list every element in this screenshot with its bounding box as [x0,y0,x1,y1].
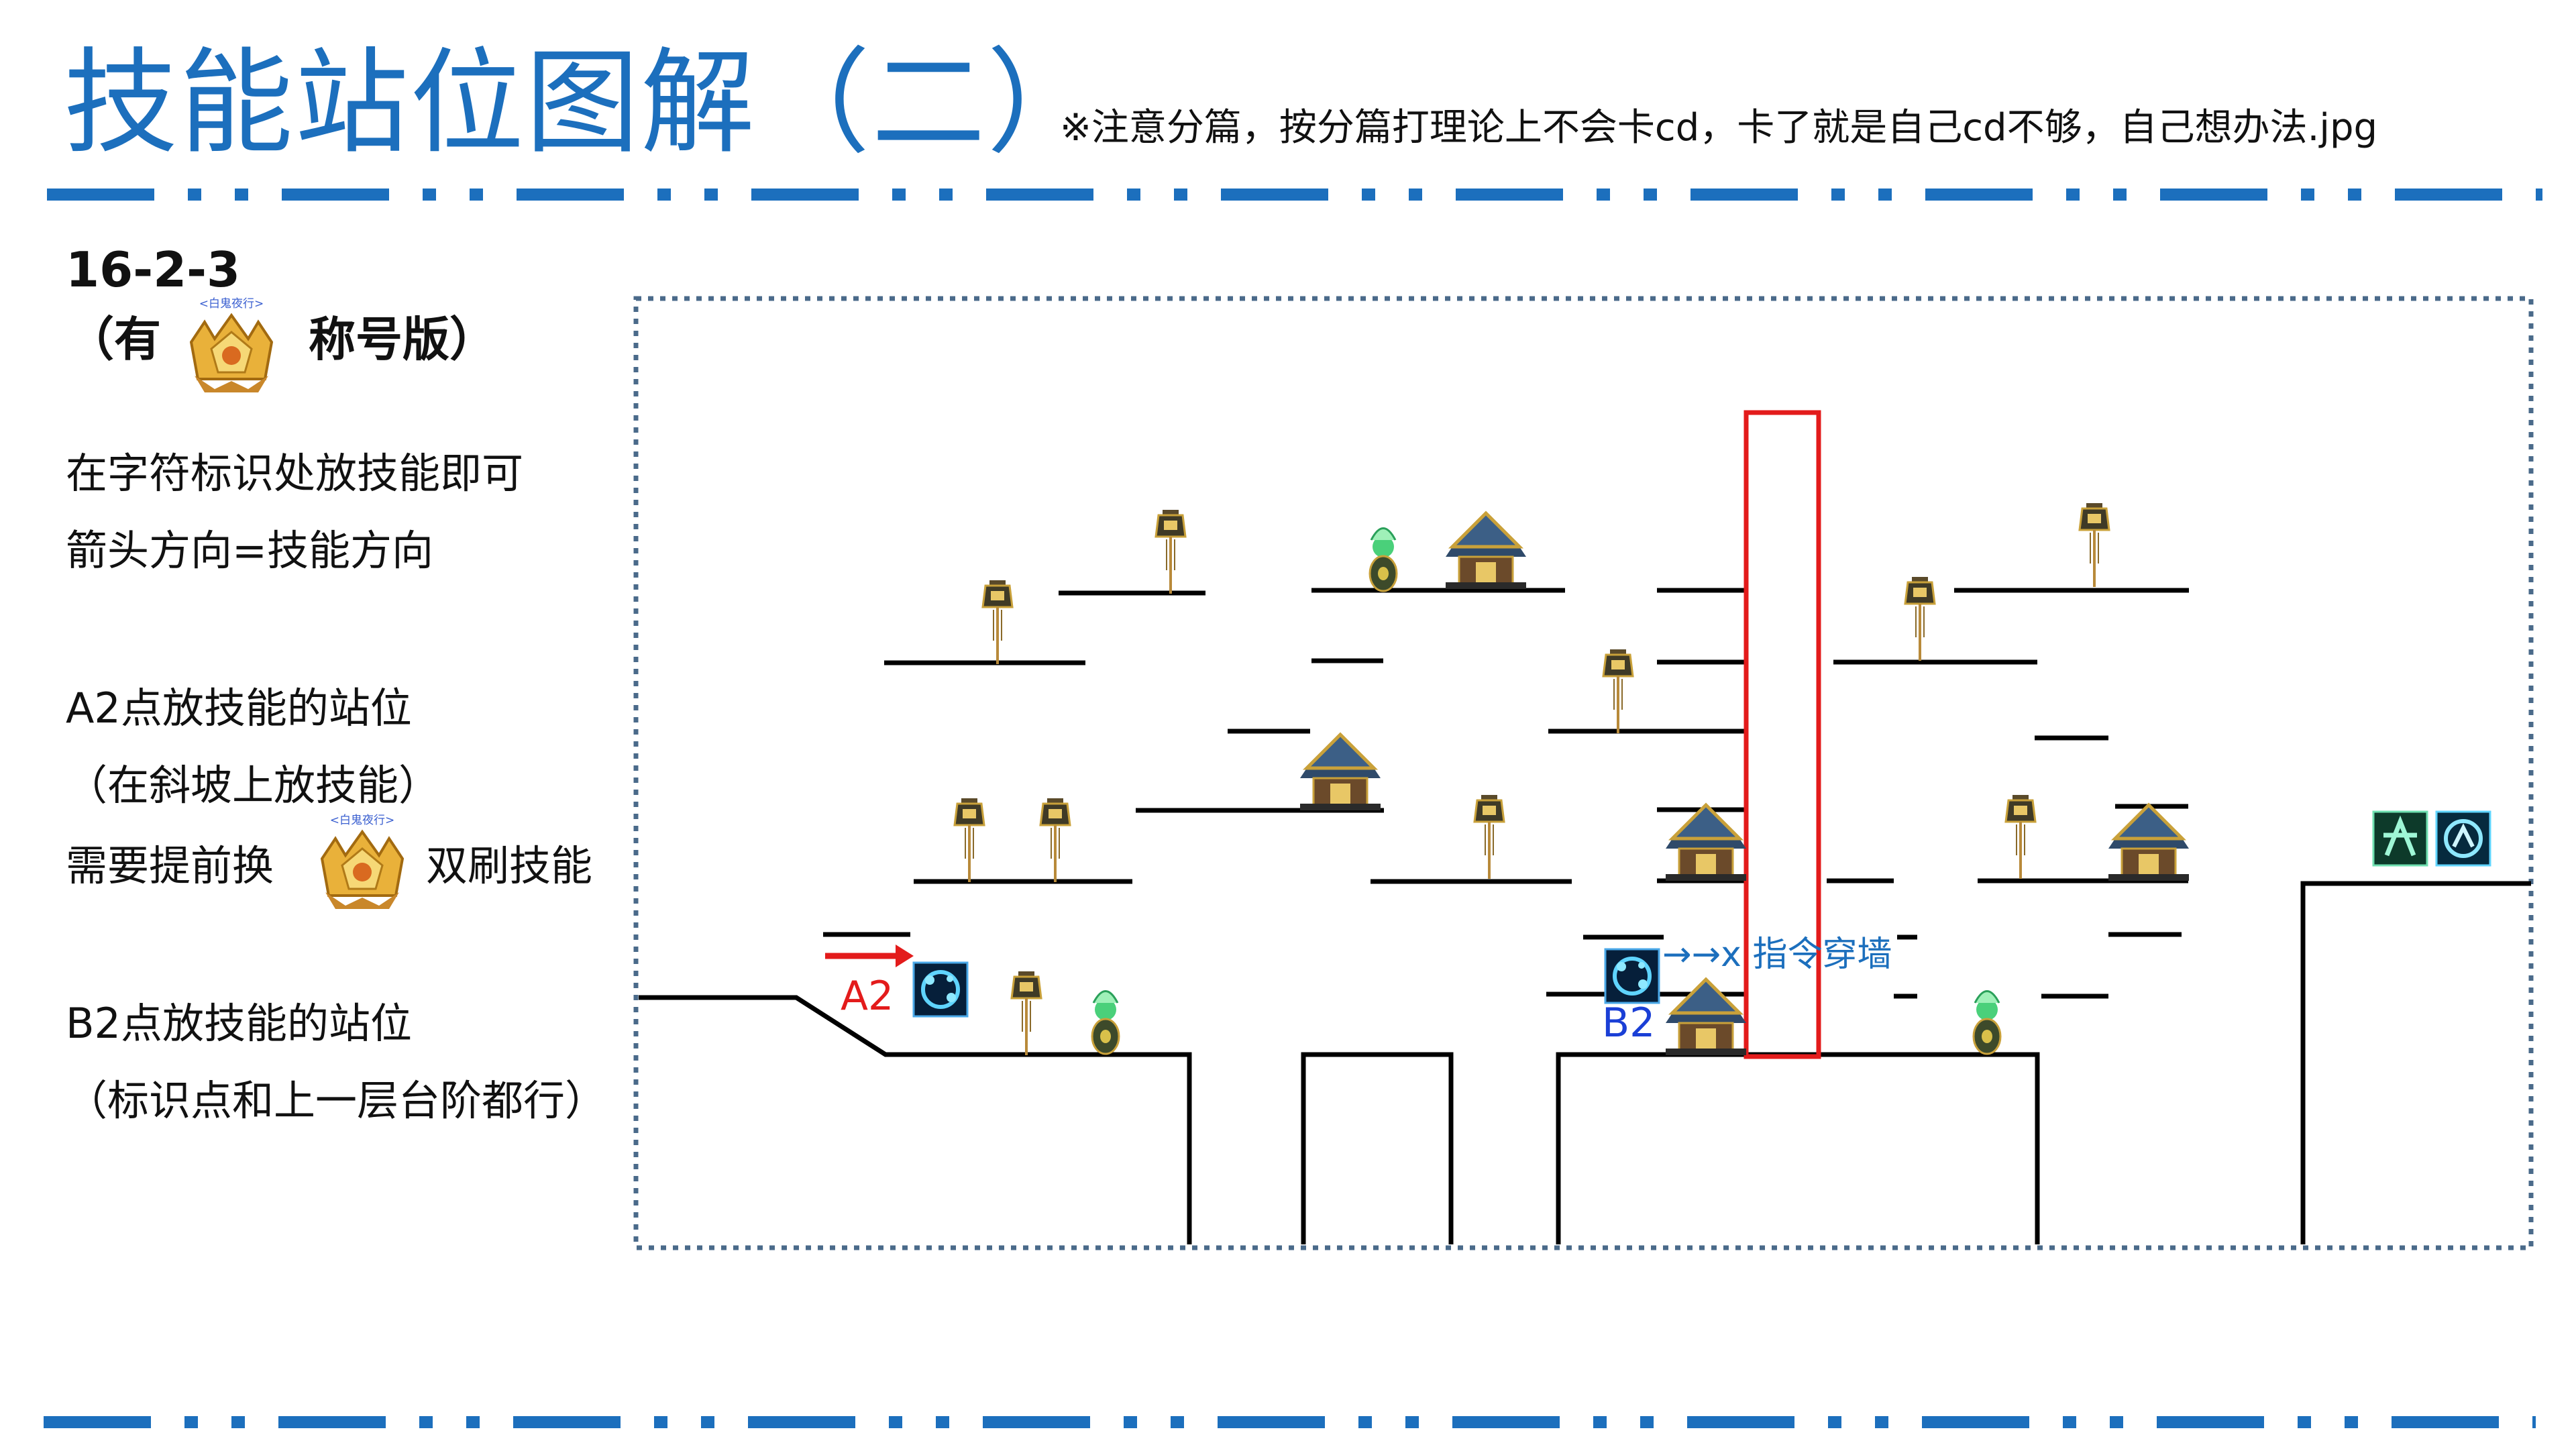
lantern-icon [1155,508,1187,595]
lantern-icon [953,797,985,883]
instruction-line-2: 箭头方向=技能方向 [66,526,433,575]
ground-center [1556,1052,2040,1244]
a2-prep-suffix: 双刷技能 [426,841,593,890]
shrine-icon [1300,735,1381,810]
title-badge-icon: <白鬼夜行> [178,295,285,396]
version-suffix: 称号版） [309,312,496,367]
spirit-icon [1368,527,1398,592]
skill-marker-b2-icon [1605,949,1659,1003]
map-frame [633,296,2534,1250]
wall-hint: →→x 指令穿墙 [1662,934,1892,975]
shrine-icon [1666,805,1746,881]
wall-highlight [1743,410,1821,1059]
top-divider [47,189,2542,201]
header-note: ※注意分篇，按分篇打理论上不会卡cd，卡了就是自己cd不够，自己想办法.jpg [1060,106,2378,150]
shrine-icon [1666,979,1746,1055]
page-title: 技能站位图解（二） [64,37,1103,170]
ground-pillar [1301,1052,1454,1244]
a2-title: A2点放技能的站位 [66,684,412,733]
lantern-icon [1039,797,1071,883]
a2-note: （在斜坡上放技能） [66,761,441,810]
bottom-divider [44,1416,2536,1428]
lantern-icon [1602,648,1634,735]
a2-arrow-icon [825,945,914,967]
version-prefix: （有 [67,312,161,367]
shrine-icon [2108,805,2189,881]
shrine-icon [1446,513,1526,589]
platforms [823,588,2189,999]
b2-note: （标识点和上一层台阶都行） [66,1076,607,1125]
spirit-icon [1091,990,1120,1055]
stage-id: 16-2-3 [66,241,241,298]
lantern-icon [1010,970,1042,1057]
lantern-icon [1904,576,1936,662]
spirit-icon [1972,990,2002,1055]
a2-prep-prefix: 需要提前换 [66,841,274,890]
skill-icon-2 [2435,810,2491,867]
skill-icon-1 [2372,810,2428,867]
instruction-line-1: 在字符标识处放技能即可 [66,449,524,498]
b2-label: B2 [1602,1000,1656,1046]
lantern-icon [1473,794,1505,880]
title-badge-icon-small: <白鬼夜行> [309,812,416,912]
badge-caption-small: <白鬼夜行> [330,814,395,827]
b2-title: B2点放技能的站位 [66,999,412,1048]
lantern-icon [2078,502,2110,588]
lantern-icon [2004,794,2037,880]
skill-marker-a2-icon [914,963,967,1016]
badge-caption: <白鬼夜行> [199,297,264,311]
ground-right [2300,881,2531,1244]
lantern-icon [981,579,1014,665]
a2-label: A2 [841,973,894,1020]
ground-left [639,995,1192,1244]
title-version: （有 称号版） [67,302,496,370]
